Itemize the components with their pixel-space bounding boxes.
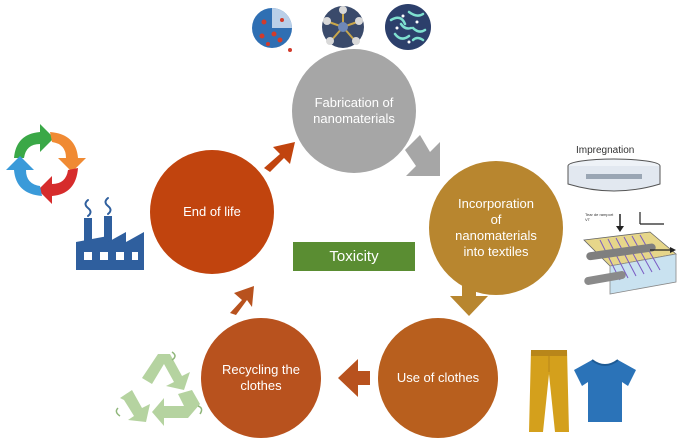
arrow-use-to-recycling [338, 359, 370, 397]
node-recycling: Recycling the clothes [201, 318, 321, 438]
circular-arrows-icon [6, 124, 86, 204]
nanofiber-mesh-icon [385, 4, 431, 50]
node-incorporation: Incorporation of nanomaterials into text… [429, 161, 563, 295]
impregnation-label: Impregnation [576, 145, 635, 156]
tshirt-icon [574, 359, 636, 422]
toxicity-label: Toxicity [293, 242, 415, 271]
recycle-symbol-icon [115, 351, 203, 426]
arrow-recycling-to-end [230, 286, 254, 315]
node-use-of-clothes: Use of clothes [378, 318, 498, 438]
nanoparticle-sphere-icon [252, 8, 292, 52]
arrow-end-to-fabrication [264, 142, 295, 172]
impregnation-dish-icon [567, 158, 661, 192]
arrow-incorporation-to-use [450, 284, 488, 316]
factory-icon [76, 197, 144, 270]
pants-icon [529, 350, 569, 432]
node-fabrication: Fabrication of nanomaterials [292, 49, 416, 173]
arrow-fabrication-to-incorporation [405, 135, 440, 176]
padder-label: Tear de ramport VT [585, 212, 614, 222]
padding-machine-icon [583, 212, 677, 295]
dendrimer-icon [322, 6, 364, 48]
node-end-of-life: End of life [150, 150, 274, 274]
